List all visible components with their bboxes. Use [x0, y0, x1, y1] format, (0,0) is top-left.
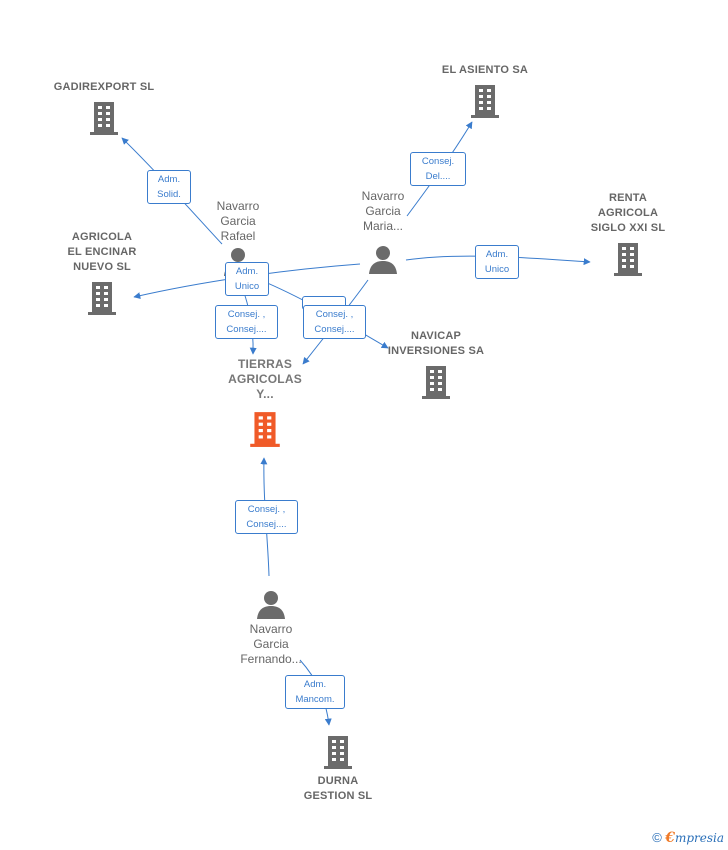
company-tierras-agricolas[interactable]: TIERRAS AGRICOLAS Y...	[215, 357, 315, 448]
building-icon	[52, 280, 152, 316]
person-icon	[343, 244, 423, 274]
edge-label-consej-del[interactable]: Consej. Del....	[410, 152, 466, 186]
building-icon	[578, 241, 678, 277]
company-navicap[interactable]: NAVICAP INVERSIONES SA	[376, 329, 496, 400]
person-label: Navarro Garcia Fernando...	[240, 622, 302, 666]
edge-label-adm-unico-renta[interactable]: Adm. Unico	[475, 245, 519, 279]
building-icon	[215, 410, 315, 448]
brand-initial: €	[665, 830, 675, 846]
edge-label-adm-solid[interactable]: Adm. Solid.	[147, 170, 191, 204]
building-icon	[44, 100, 164, 136]
building-icon	[376, 364, 496, 400]
edge-label-adm-unico-encinar[interactable]: Adm. Unico	[225, 262, 269, 296]
company-agricola-el-encinar[interactable]: AGRICOLA EL ENCINAR NUEVO SL	[52, 230, 152, 316]
person-label: Navarro Garcia Rafael	[216, 199, 260, 243]
edge-label-consej-rafael-tierras[interactable]: Consej. , Consej....	[215, 305, 278, 339]
edge-label-consej-maria-tierras[interactable]: Consej. , Consej....	[303, 305, 366, 339]
company-label: AGRICOLA EL ENCINAR NUEVO SL	[67, 231, 137, 273]
company-label: NAVICAP INVERSIONES SA	[387, 330, 485, 357]
company-label: EL ASIENTO SA	[441, 64, 529, 76]
person-navarro-garcia-maria[interactable]: Navarro Garcia Maria...	[343, 189, 423, 274]
building-icon	[288, 734, 388, 770]
company-label: GADIREXPORT SL	[53, 81, 155, 93]
edge-label-consej-fernando-tierras[interactable]: Consej. , Consej....	[235, 500, 298, 534]
company-label: DURNA GESTION SL	[303, 775, 373, 802]
person-label: Navarro Garcia Maria...	[361, 189, 405, 233]
copyright-icon: ©	[652, 830, 662, 845]
company-label: RENTA AGRICOLA SIGLO XXI SL	[590, 192, 666, 234]
person-navarro-garcia-fernando[interactable]: Navarro Garcia Fernando...	[221, 589, 321, 667]
company-gadirexport[interactable]: GADIREXPORT SL	[44, 80, 164, 136]
company-label: TIERRAS AGRICOLAS Y...	[228, 357, 302, 401]
building-icon	[425, 83, 545, 119]
company-el-asiento[interactable]: EL ASIENTO SA	[425, 63, 545, 119]
brand-name: mpresia	[674, 831, 724, 845]
edge-label-adm-mancom[interactable]: Adm. Mancom.	[285, 675, 345, 709]
person-icon	[221, 589, 321, 619]
company-renta-agricola[interactable]: RENTA AGRICOLA SIGLO XXI SL	[578, 191, 678, 277]
footer-brand: © €mpresia	[652, 830, 724, 846]
company-durna-gestion[interactable]: DURNA GESTION SL	[288, 734, 388, 804]
